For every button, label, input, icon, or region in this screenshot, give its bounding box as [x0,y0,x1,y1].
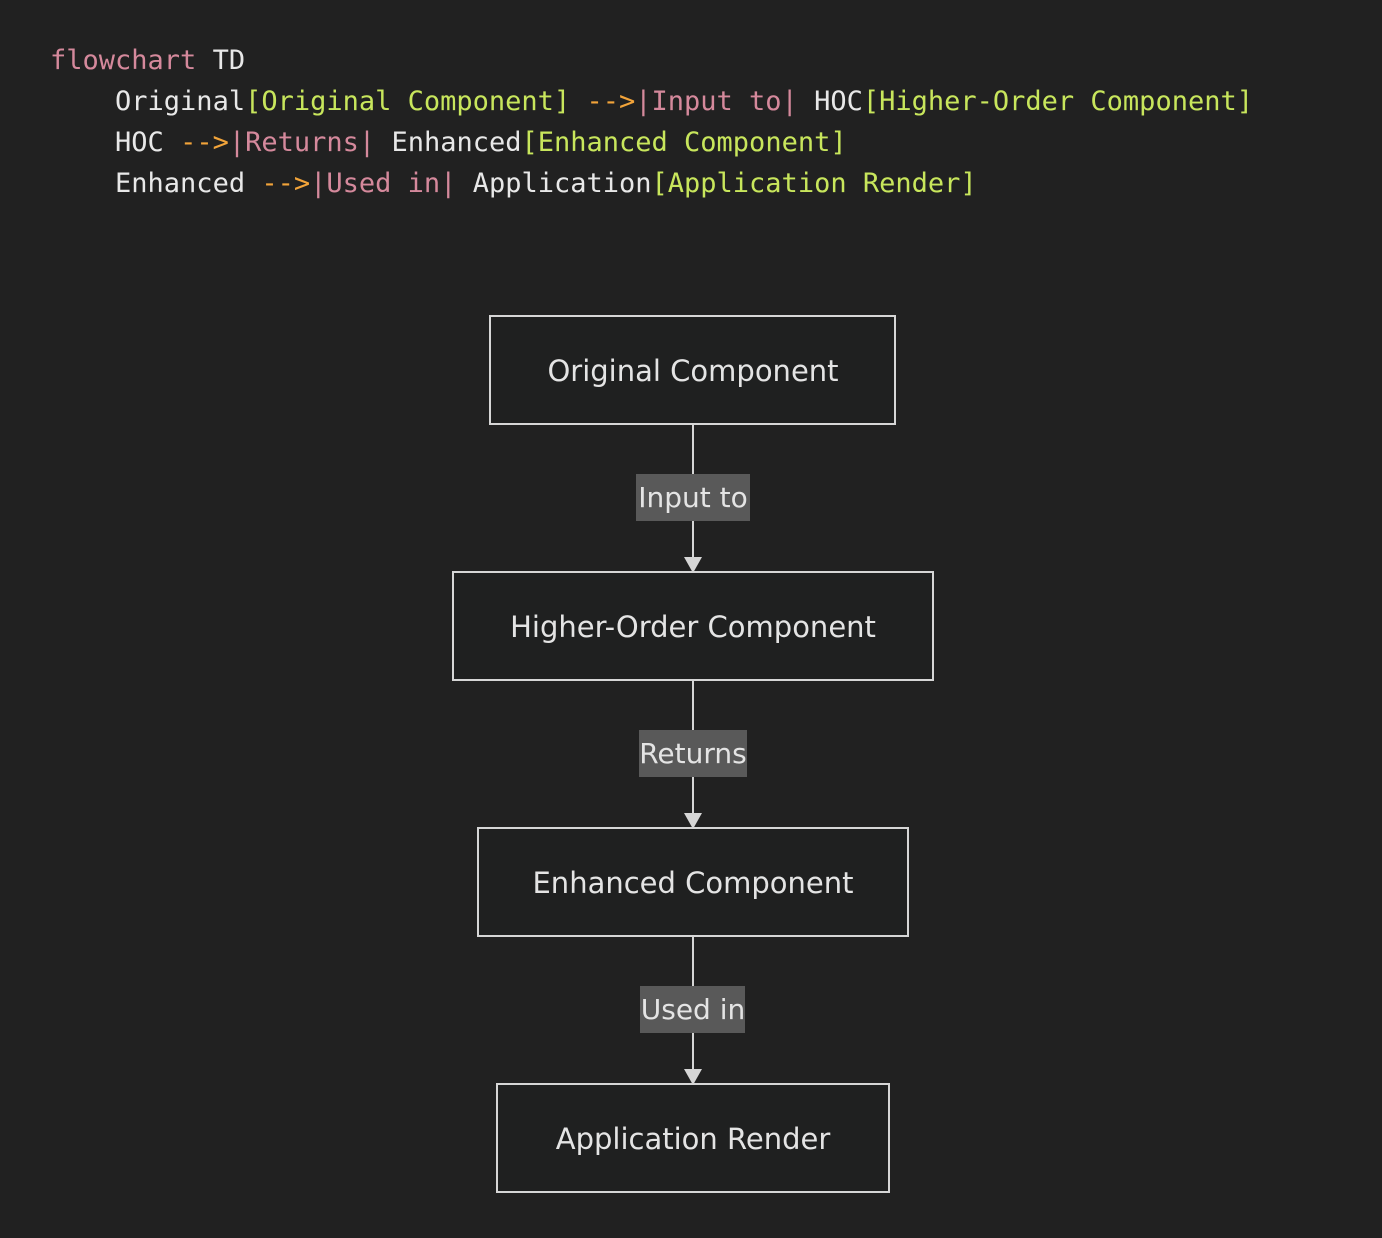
edge-label-text: Returns [639,737,747,770]
edge-label-used-in: Used in [640,986,745,1033]
edge-label-background [636,474,750,521]
node-label: Enhanced Component [532,866,853,900]
arrowhead [684,813,702,829]
arrowhead [684,557,702,573]
code-arrow: --> [586,86,636,117]
node-higher-order-component[interactable]: Higher-Order Component [452,571,934,681]
code-line-3: HOC -->|Returns| Enhanced[Enhanced Compo… [50,122,1253,163]
code-node-label: [Higher-Order Component] [862,86,1253,117]
node-label: Application Render [556,1122,831,1156]
node-box [452,571,934,681]
node-box [477,827,909,937]
node-application-render[interactable]: Application Render [496,1083,890,1193]
edge-label-returns: Returns [639,730,747,777]
node-original-component[interactable]: Original Component [489,315,896,425]
code-node-label: [Original Component] [245,86,571,117]
code-node-label: [Application Render] [651,168,977,199]
code-line-2: Original[Original Component] -->|Input t… [50,81,1253,122]
code-node-id: Enhanced [391,127,522,158]
edge-label-text: Input to [638,481,748,514]
code-node-id: Enhanced [115,168,246,199]
code-node-id: Original [115,86,246,117]
mermaid-source-code: flowchart TD Original[Original Component… [50,40,1253,204]
code-node-id: HOC [814,86,863,117]
code-line-4: Enhanced -->|Used in| Application[Applic… [50,163,1253,204]
code-edge-label: |Used in| [310,168,457,199]
arrowhead [684,1069,702,1085]
code-node-id: HOC [115,127,164,158]
code-node-id: Application [472,168,652,199]
node-label: Higher-Order Component [510,610,876,644]
code-direction: TD [212,45,246,76]
code-keyword: flowchart [50,45,197,76]
code-arrow: --> [180,127,229,158]
node-box [496,1083,890,1193]
node-label: Original Component [547,354,838,388]
code-edge-label: |Returns| [228,127,376,158]
edge-label-text: Used in [641,993,746,1026]
edge-label-input-to: Input to [636,474,750,521]
code-arrow: --> [261,168,311,199]
node-box [489,315,896,425]
edge-label-background [640,986,745,1033]
code-node-label: [Enhanced Component] [521,127,847,158]
edge-label-background [639,730,747,777]
code-edge-label: |Input to| [635,86,798,117]
code-line-1: flowchart TD [50,40,1253,81]
node-enhanced-component[interactable]: Enhanced Component [477,827,909,937]
